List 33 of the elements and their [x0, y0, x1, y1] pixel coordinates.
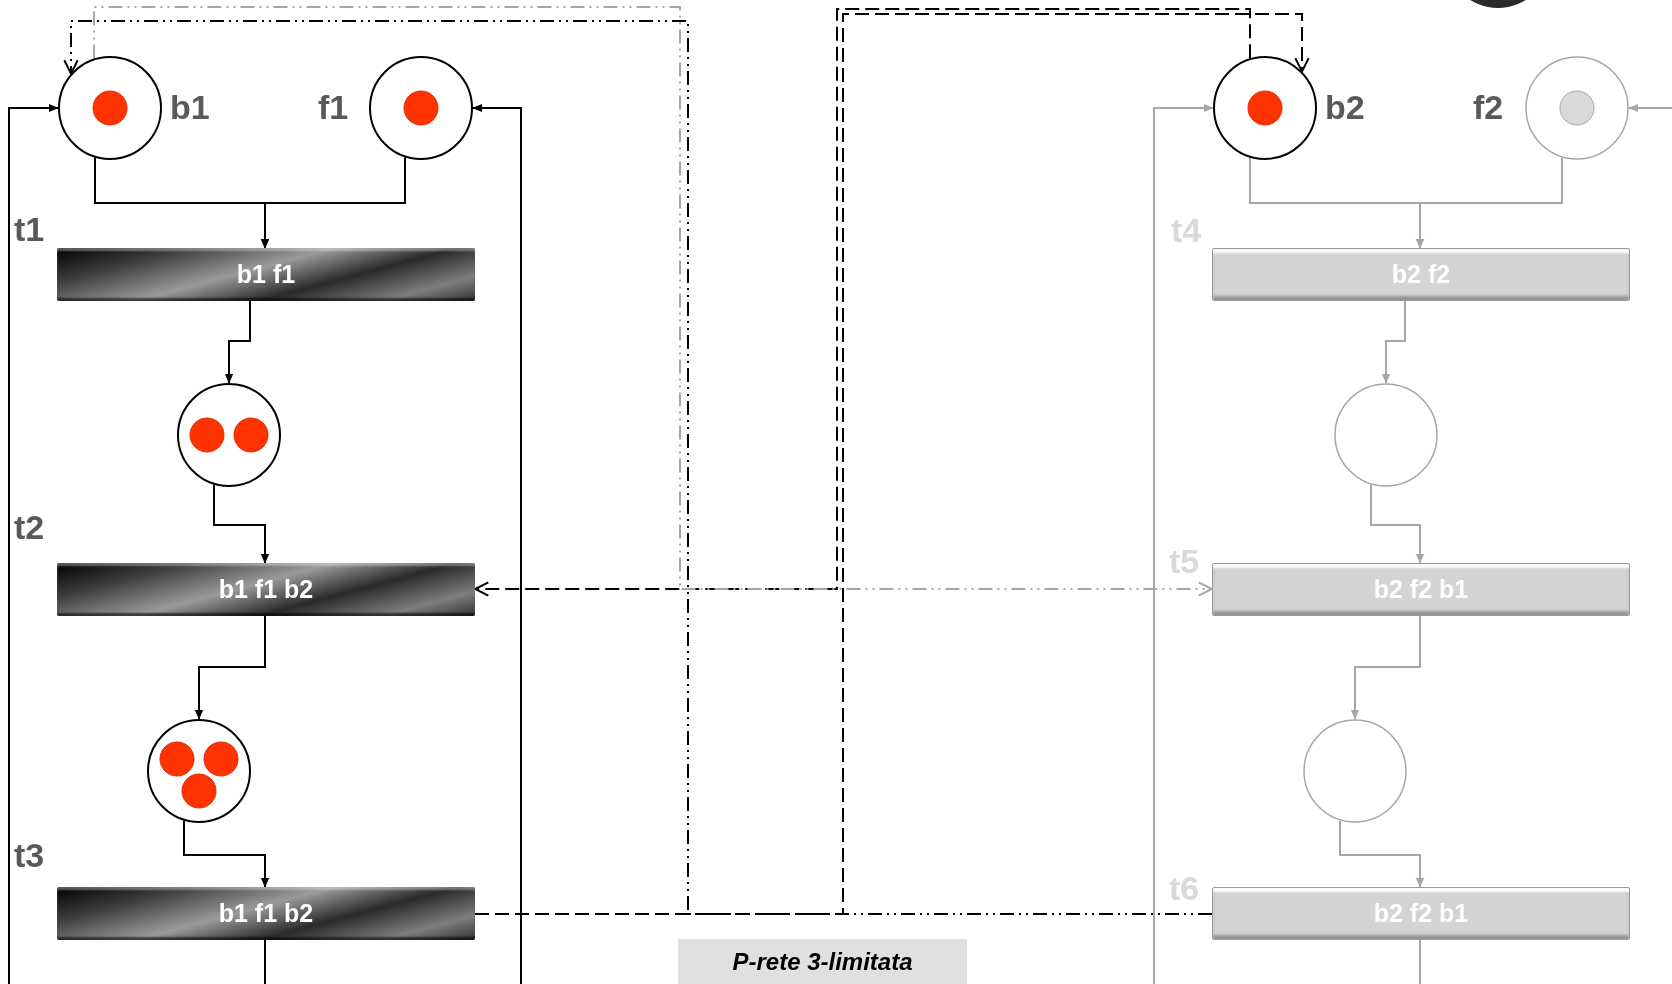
dashed-arrow [63, 20, 1213, 915]
dashed-arrow [474, 13, 1310, 915]
transition-label: b1 f1 b2 [218, 575, 314, 604]
arc-arrow [183, 819, 270, 888]
dashed-arrow [93, 6, 1213, 597]
arc-arrow [194, 615, 266, 720]
place-name: b2 [1325, 90, 1365, 124]
place-circle [147, 719, 251, 823]
transition-name: t3 [14, 838, 45, 872]
transition-label: b1 f1 b2 [218, 899, 314, 928]
arc-arrow [8, 103, 59, 984]
arc-arrow [1415, 156, 1563, 249]
arc-arrow [1370, 483, 1425, 564]
place-name: f1 [318, 90, 349, 124]
place-circle [177, 383, 281, 487]
arc-arrow [1153, 103, 1214, 984]
place-circle [1334, 383, 1438, 487]
arc-arrow [1381, 300, 1406, 384]
dashed-arrow [474, 8, 1251, 597]
arc-arrow [260, 156, 406, 249]
caption: P-rete 3-limitata [678, 939, 967, 984]
place-name: f2 [1473, 90, 1504, 124]
arc-arrow [472, 103, 522, 984]
place-name: b1 [170, 90, 210, 124]
transition-name: t1 [14, 212, 45, 246]
transition-name: t2 [14, 510, 45, 544]
transition-label: b1 f1 [236, 260, 296, 289]
arc-arrow [213, 483, 270, 564]
arc-arrow [1628, 103, 1672, 113]
arc-arrow [1350, 615, 1421, 720]
arc-arrow [1339, 819, 1425, 888]
place-circle [1303, 719, 1407, 823]
arc-arrow [224, 300, 251, 384]
